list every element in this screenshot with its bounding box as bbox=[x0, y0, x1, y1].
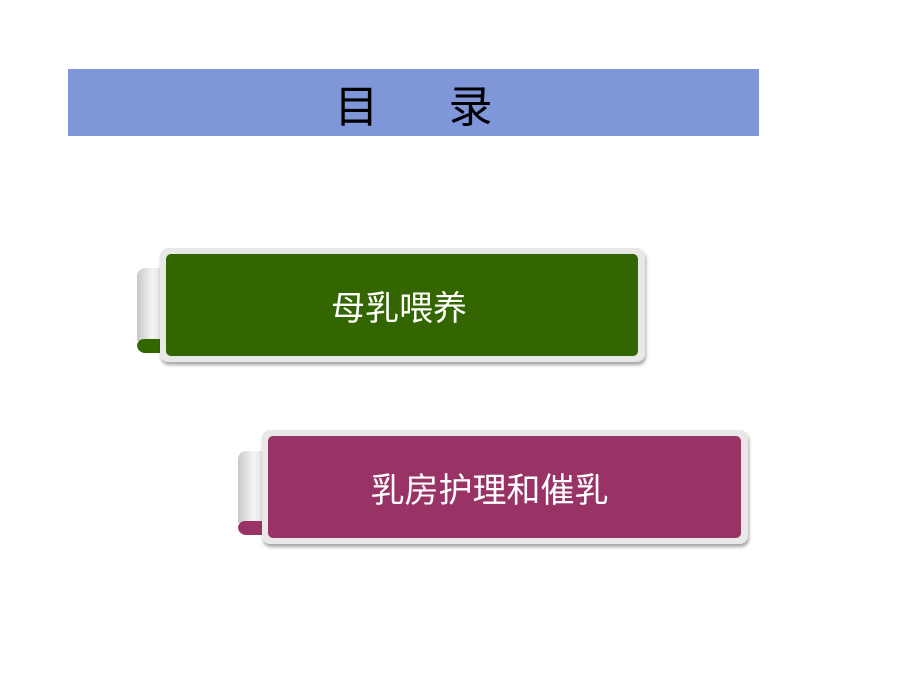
card-frame: 母乳喂养 bbox=[160, 248, 645, 362]
page-curl-tab bbox=[238, 451, 266, 535]
card-frame: 乳房护理和催乳 bbox=[262, 430, 748, 544]
title-bar: 目录 bbox=[68, 69, 759, 136]
card-body: 乳房护理和催乳 bbox=[268, 436, 741, 538]
toc-item-label: 乳房护理和催乳 bbox=[370, 470, 609, 511]
card-body: 母乳喂养 bbox=[166, 254, 638, 356]
toc-item-label: 母乳喂养 bbox=[331, 288, 467, 329]
page-title: 目录 bbox=[334, 81, 563, 133]
